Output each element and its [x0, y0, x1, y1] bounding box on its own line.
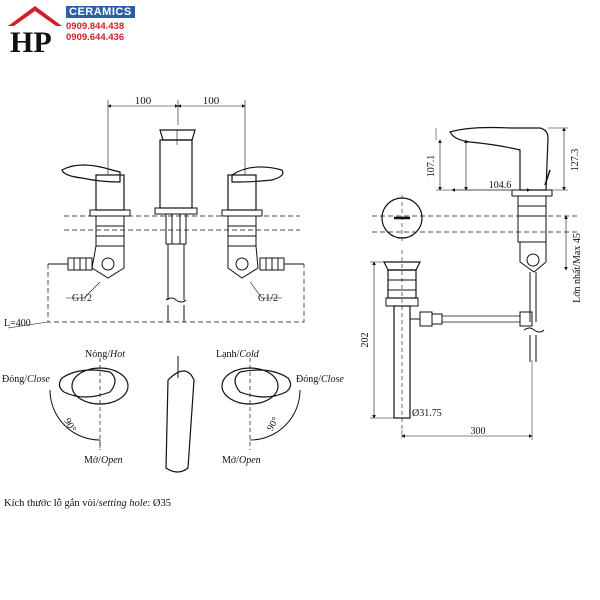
- dim-drain-length: 300: [471, 426, 486, 437]
- cold-label: Lạnh/Cold: [216, 349, 260, 360]
- close-label-left: Đóng/Close: [2, 374, 50, 385]
- dim-front-left: 100: [135, 95, 152, 107]
- close-label-right: Đóng/Close: [296, 374, 344, 385]
- dim-reach: 104.6: [489, 180, 512, 191]
- dim-max-thickness: Lớn nhất/Max 45: [572, 233, 583, 303]
- top-view: [49, 356, 301, 473]
- open-label-left: Mở/Open: [84, 455, 123, 466]
- side-view: [370, 126, 580, 440]
- pipe-label-right: G1/2: [258, 293, 278, 304]
- logo-brand: CERAMICS: [66, 6, 135, 18]
- pipe-label-left: G1/2: [72, 293, 92, 304]
- front-view: [7, 100, 305, 329]
- setting-hole-note: Kích thước lỗ gắn vòi/setting hole: Ø35: [4, 498, 171, 509]
- hot-label-vi: Nóng/Hot: [85, 349, 125, 360]
- open-label-right: Mở/Open: [222, 455, 261, 466]
- dim-front-right: 100: [203, 95, 220, 107]
- footnote-label-vi: Kích thước lỗ gắn vòi/: [4, 498, 99, 509]
- dim-spout-height: 107.1: [426, 155, 437, 178]
- hp-ceramics-logo: HP CERAMICS 0909.844.438 0909.644.436: [4, 4, 135, 56]
- dim-drain-height: 202: [360, 333, 371, 348]
- hose-length-label: L=400: [4, 318, 31, 329]
- footnote-value: : Ø35: [147, 498, 171, 509]
- logo-initials: HP: [10, 26, 52, 56]
- logo-phone-1: 0909.844.438: [66, 21, 125, 32]
- logo-phone-2: 0909.644.436: [66, 32, 125, 43]
- dim-drain-diameter: Ø31.75: [412, 408, 442, 419]
- dim-total-height: 127.3: [570, 149, 581, 172]
- footnote-label-en: setting hole: [98, 498, 148, 509]
- angle-label-left: 90°: [61, 417, 78, 435]
- house-logo-icon: HP: [8, 6, 62, 56]
